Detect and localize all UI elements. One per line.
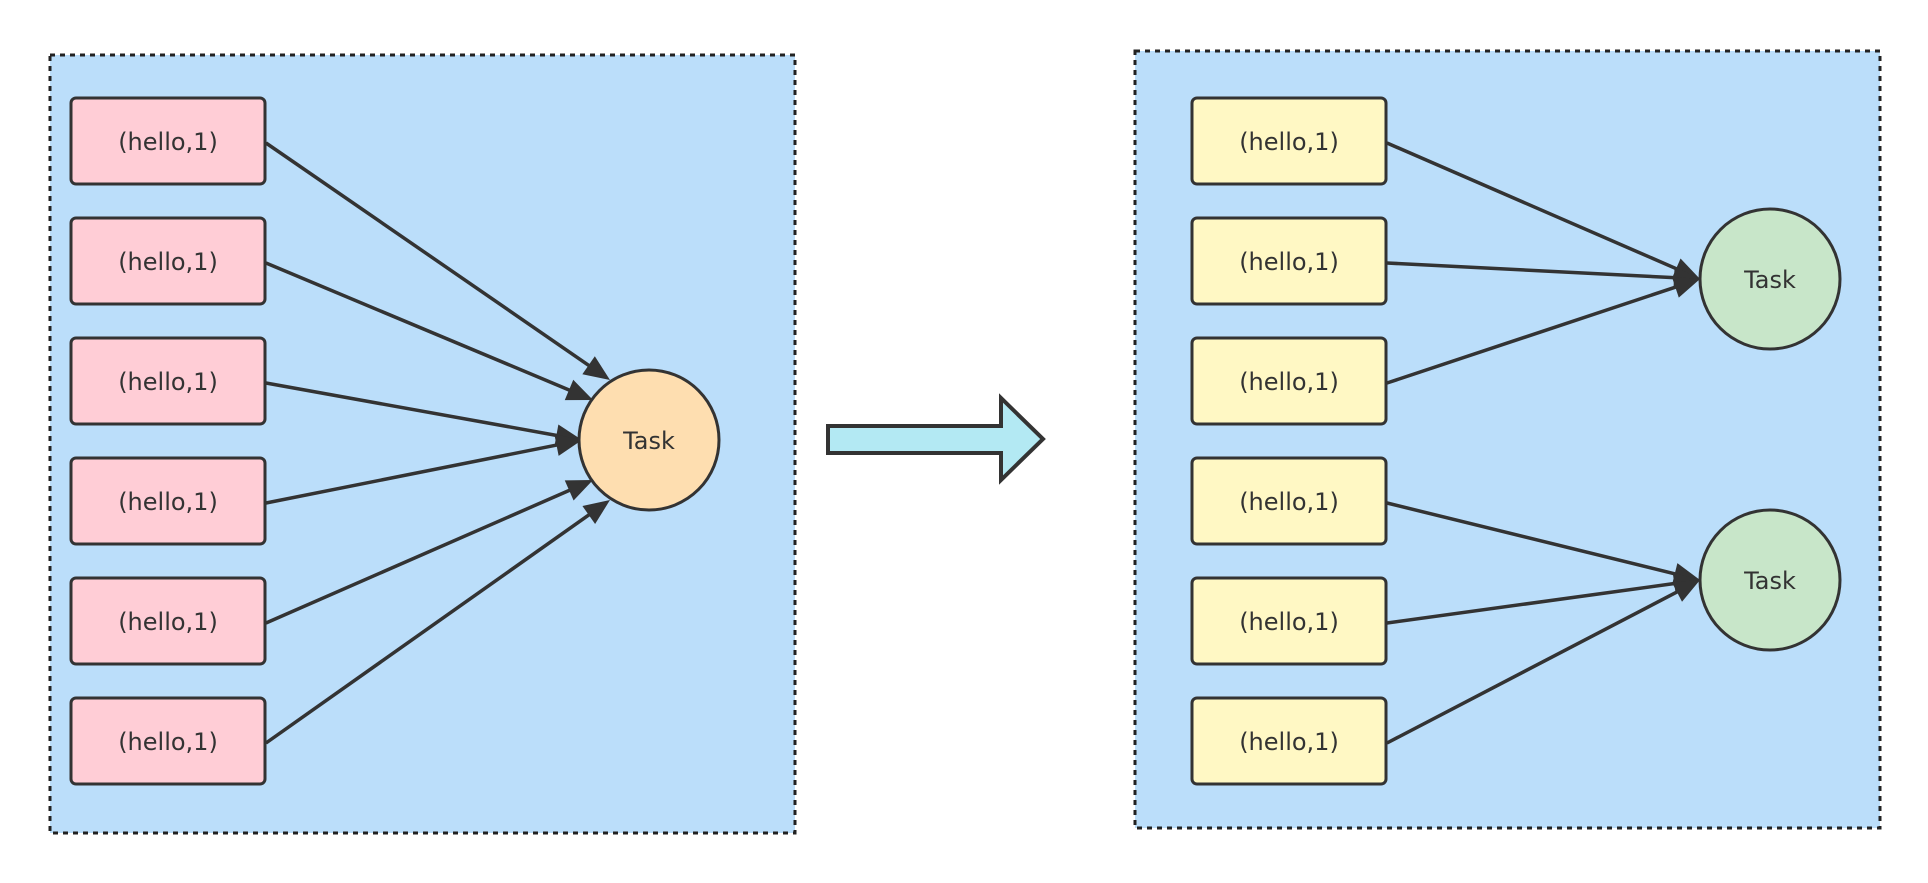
right-item-6: (hello,1) xyxy=(1190,696,1388,786)
left-panel: (hello,1) (hello,1) (hello,1) (hello,1) … xyxy=(48,53,797,835)
left-item-box xyxy=(69,456,267,546)
arrowhead-icon xyxy=(582,356,610,380)
left-item-box xyxy=(69,216,267,306)
right-item-box xyxy=(1190,456,1388,546)
left-item-box xyxy=(69,96,267,186)
connector-arrow xyxy=(265,261,593,401)
right-item-box xyxy=(1190,216,1388,306)
right-item-label: (hello,1) xyxy=(1239,728,1339,756)
left-item-box xyxy=(69,696,267,786)
arrowhead-icon xyxy=(582,500,610,524)
right-item-label: (hello,1) xyxy=(1239,248,1339,276)
arrowhead-icon xyxy=(1671,580,1700,602)
right-task-circle xyxy=(1698,207,1842,351)
left-item-label: (hello,1) xyxy=(118,248,218,276)
connector-line xyxy=(265,261,572,393)
right-item-label: (hello,1) xyxy=(1239,368,1339,396)
right-task-label: Task xyxy=(1743,266,1796,294)
arrowhead-icon xyxy=(564,480,593,501)
right-item-box xyxy=(1190,96,1388,186)
right-task-node-top: Task xyxy=(1698,207,1842,351)
connector-line xyxy=(265,442,559,505)
arrowhead-icon xyxy=(564,379,593,401)
connector-line xyxy=(265,141,592,368)
transition-arrow xyxy=(826,393,1046,485)
connector-line xyxy=(264,512,592,745)
right-item-label: (hello,1) xyxy=(1239,128,1339,156)
right-item-box xyxy=(1190,336,1388,426)
connector-arrow xyxy=(1386,580,1700,745)
right-arrow-icon xyxy=(826,393,1046,485)
left-item-label: (hello,1) xyxy=(118,368,218,396)
left-item-3: (hello,1) xyxy=(69,336,267,426)
left-item-box xyxy=(69,576,267,666)
connector-line xyxy=(265,488,572,625)
connector-line xyxy=(1386,141,1679,272)
left-item-label: (hello,1) xyxy=(118,728,218,756)
connector-arrow xyxy=(265,480,593,625)
right-item-1: (hello,1) xyxy=(1190,96,1388,186)
left-task-circle xyxy=(577,368,721,512)
left-item-2: (hello,1) xyxy=(69,216,267,306)
left-item-label: (hello,1) xyxy=(118,488,218,516)
right-item-box xyxy=(1190,576,1388,666)
right-item-5: (hello,1) xyxy=(1190,576,1388,666)
right-task-label: Task xyxy=(1743,567,1796,595)
left-item-4: (hello,1) xyxy=(69,456,267,546)
right-panel: (hello,1) (hello,1) (hello,1) (hello,1) … xyxy=(1133,49,1882,830)
left-task-label: Task xyxy=(622,427,675,455)
right-item-label: (hello,1) xyxy=(1239,488,1339,516)
right-item-label: (hello,1) xyxy=(1239,608,1339,636)
connector-arrow xyxy=(264,500,610,745)
left-item-5: (hello,1) xyxy=(69,576,267,666)
left-item-label: (hello,1) xyxy=(118,608,218,636)
left-task-node: Task xyxy=(577,368,721,512)
arrowhead-icon xyxy=(554,434,582,456)
connector-line xyxy=(1386,501,1678,576)
arrowhead-icon xyxy=(1671,276,1700,298)
connector-line xyxy=(1386,261,1677,280)
right-task-circle xyxy=(1698,508,1842,652)
right-task-node-bottom: Task xyxy=(1698,508,1842,652)
right-item-4: (hello,1) xyxy=(1190,456,1388,546)
left-item-6: (hello,1) xyxy=(69,696,267,786)
left-item-1: (hello,1) xyxy=(69,96,267,186)
connector-line xyxy=(1386,589,1680,745)
right-item-2: (hello,1) xyxy=(1190,216,1388,306)
right-item-3: (hello,1) xyxy=(1190,336,1388,426)
connector-line xyxy=(265,381,559,438)
left-item-label: (hello,1) xyxy=(118,128,218,156)
connector-arrow xyxy=(1386,276,1700,385)
connector-line xyxy=(1386,284,1678,385)
right-item-box xyxy=(1190,696,1388,786)
connector-line xyxy=(1386,581,1677,625)
left-item-box xyxy=(69,336,267,426)
right-edges xyxy=(1386,141,1700,745)
connector-arrow xyxy=(265,141,610,380)
connector-arrow xyxy=(265,434,582,505)
left-edges xyxy=(264,141,610,745)
